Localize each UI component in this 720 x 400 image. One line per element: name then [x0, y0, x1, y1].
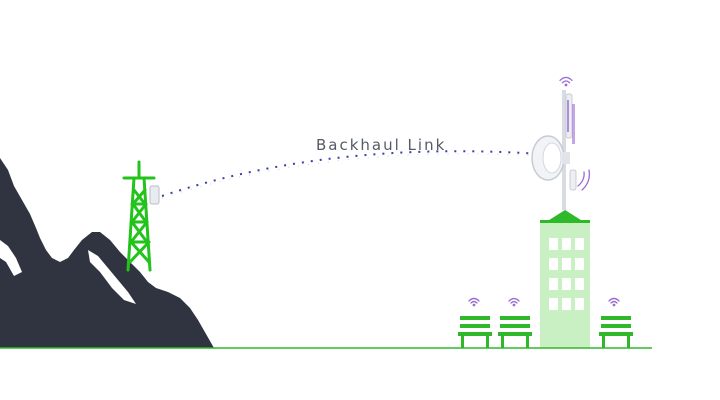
wifi-signal-icon	[577, 169, 590, 191]
building-window	[575, 258, 584, 270]
wifi-signal-icon	[608, 297, 620, 307]
building-window	[562, 298, 571, 310]
building-window	[562, 258, 571, 270]
benches	[458, 316, 633, 348]
building-window	[562, 238, 571, 250]
bench	[498, 316, 532, 348]
mountain-highlight	[88, 250, 136, 304]
backhaul-link-arc	[161, 150, 541, 197]
building-window	[562, 278, 571, 290]
building-window	[549, 298, 558, 310]
antenna-mast	[562, 90, 577, 210]
wifi-signal-icon	[559, 76, 573, 87]
radio-unit	[149, 185, 160, 205]
building-window	[549, 278, 558, 290]
wifi-signal-icon	[468, 297, 480, 307]
bench	[599, 316, 633, 348]
dish-antenna	[531, 135, 570, 181]
mountain-silhouette	[0, 158, 214, 348]
lattice-tower	[122, 160, 156, 272]
wifi-signal-icon	[508, 297, 520, 307]
building-window	[575, 298, 584, 310]
building-windows	[549, 238, 584, 310]
backhaul-link-label: Backhaul Link	[316, 136, 447, 154]
mountain-highlight	[0, 240, 22, 276]
building-window	[575, 238, 584, 250]
building-window	[575, 278, 584, 290]
bench	[458, 316, 492, 348]
building-window	[549, 258, 558, 270]
wifi-signal-icons	[468, 76, 620, 307]
building-window	[549, 238, 558, 250]
backhaul-link-arc-faint	[161, 153, 541, 199]
